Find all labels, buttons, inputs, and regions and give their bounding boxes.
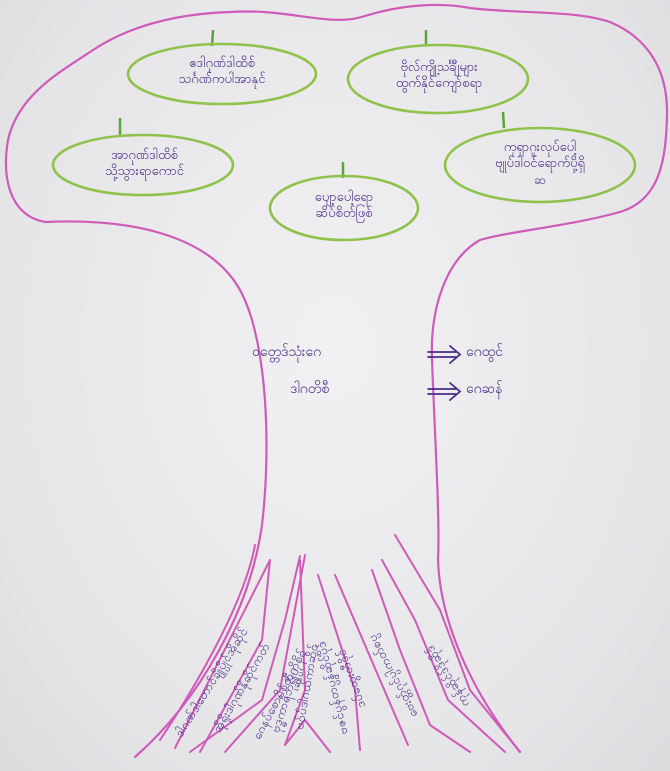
fruit-1 [126,29,318,106]
fruit-4-line-1: ကုရှာဂူးလုပ်ပေါ့ [503,140,577,155]
fruit-1-line-1: ဧဒါဂုဏ်ဒါထိစ် [189,56,255,71]
fruit-4-extra: ဆ [534,172,546,187]
trunk-arrows [427,345,462,401]
fruit-1-text: ဧဒါဂုဏ်ဒါထိစ် သင်္ဂဏ်ကပါအာနုင် [136,56,308,89]
trunk-left-1: ဝတ္တေဒ်သုံးဂေ [252,344,322,360]
fruit-5 [268,162,420,242]
fruit-2 [346,30,530,115]
fruit-2-text: ဗိုလ်ကျို့သင်္ချီများ ထွက်နိုင်ကျော်စရာ [355,60,523,93]
fruit-5-line-1: ပျော့ပေါ့ရော [314,190,374,205]
fruit-4-line-2: ဗျုပ်ဒါဝင်ရောက်ပို့ရှိ [495,156,585,172]
trunk-left-2: ဒါဂတိစီ [290,381,330,397]
fruit-3-line-1: အာဂုဏ်ဒါထိစ် [111,148,178,163]
fruit-5-line-2: ဆိပ်စိတ်ဖြစ် [315,206,373,222]
tree-outline [4,3,669,759]
fruits-group [51,29,637,242]
fruit-4 [443,111,637,204]
root-lines [159,534,521,753]
trunk-right-2: ဂေဆန် [466,381,503,397]
fruit-3-text: အာဂုဏ်ဒါထိစ် သို့သွားရာကောင် [62,148,227,181]
fruit-5-text: ပျော့ပေါ့ရော ဆိပ်စိတ်ဖြစ် [278,190,410,223]
fruit-2-line-2: ထွက်နိုင်ကျော်စရာ [395,76,483,92]
fruit-3-line-2: သို့သွားရာကောင် [105,164,184,180]
fruit-2-line-1: ဗိုလ်ကျို့သင်္ချီများ [400,60,478,75]
arrow-2 [427,382,462,401]
arrow-1 [427,345,462,364]
fruit-1-line-2: သင်္ဂဏ်ကပါအာနုင် [178,72,266,88]
fruit-4-text: ကုရှာဂူးလုပ်ပေါ့ ဗျုပ်ဒါဝင်ရောက်ပို့ရှိ … [452,140,628,188]
trunk-right-1: ဂေထွင် [466,344,503,360]
fruit-3 [51,118,235,197]
